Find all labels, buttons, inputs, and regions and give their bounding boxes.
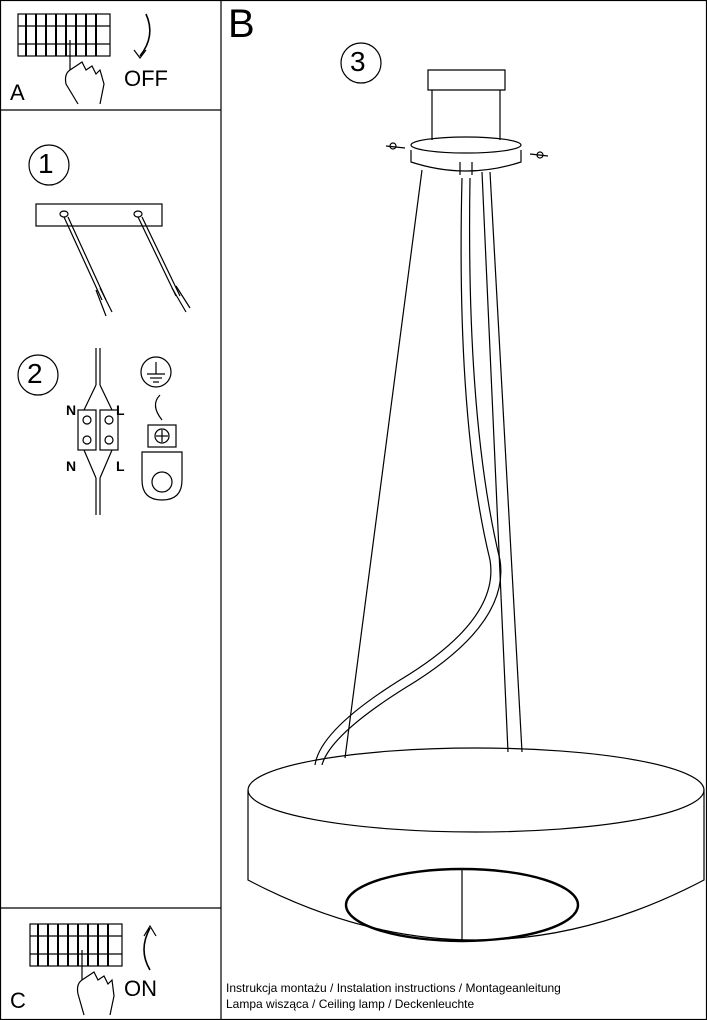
- terminal-block-icon: [77, 348, 119, 515]
- arrow-down-icon: [139, 13, 151, 57]
- footer-line-1: Instrukcja montażu / Instalation instruc…: [226, 981, 561, 995]
- live-label-top: L: [116, 402, 125, 418]
- step-2-number: 2: [27, 358, 43, 389]
- arrow-head: [133, 49, 147, 59]
- ground-icon: [140, 356, 183, 501]
- step-2-circle: [17, 354, 59, 396]
- neutral-label-top: N: [66, 402, 77, 418]
- footer-line-2: Lampa wisząca / Ceiling lamp / Deckenleu…: [226, 997, 475, 1011]
- mounting-plate-wires-icon: [35, 203, 191, 317]
- arrow-head: [143, 924, 157, 937]
- panel-c-action: ON: [124, 976, 157, 1001]
- panel-a-action: OFF: [124, 66, 168, 91]
- live-label-bottom: L: [116, 458, 125, 474]
- panel-a-letter: A: [10, 80, 25, 105]
- step-1-circle: [28, 144, 70, 186]
- step-3-circle: [340, 42, 382, 84]
- step-3-number: 3: [350, 46, 366, 77]
- pendant-lamp-drawing: [247, 69, 705, 943]
- arrow-up-icon: [143, 927, 151, 971]
- circuit-breaker-icon: [29, 923, 123, 1016]
- panel-b-letter: B: [228, 2, 255, 46]
- panel-c-letter: C: [10, 988, 26, 1013]
- circuit-breaker-icon: [17, 13, 111, 105]
- step-1-number: 1: [38, 148, 54, 179]
- neutral-label-bottom: N: [66, 458, 77, 474]
